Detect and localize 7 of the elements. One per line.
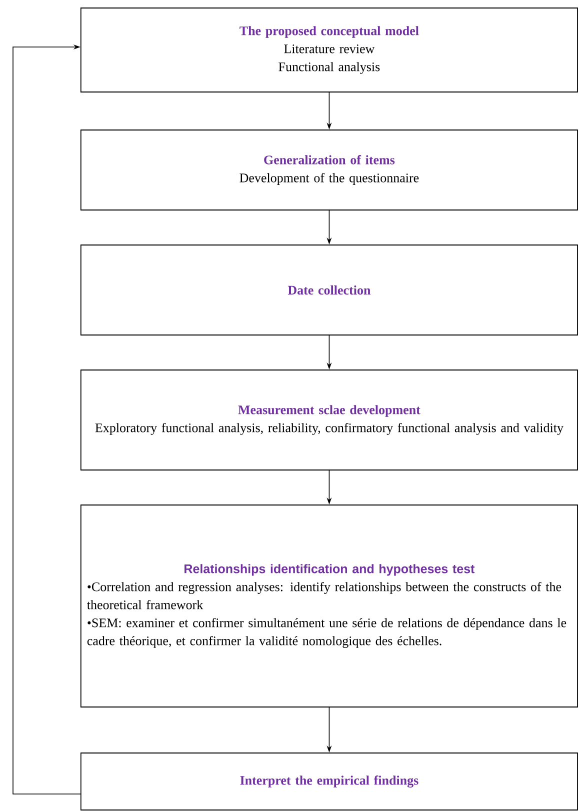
process-box: Generalization of items Development of the questionnaire (80, 130, 578, 210)
arrow (12, 44, 81, 794)
process-box: The proposed conceptual model Literature review Functional analysis (80, 8, 578, 92)
process-box: Relationships identification and hypotheses test •Correlation and regression analyses: identify relationships between the constructs of the theoretical framework •SEM: examiner et confirmer simultanément une série de relations de dépendance dans le cadre théorique, et confirmer la validité nomologique des échelles. (80, 504, 578, 708)
process-box: Measurement sclae development Exploratory functional analysis, reliability, confirmatory functional analysis and validity (80, 370, 578, 470)
process-box: Interpret the empirical findings (80, 752, 578, 810)
process-box: Date collection (80, 244, 578, 336)
